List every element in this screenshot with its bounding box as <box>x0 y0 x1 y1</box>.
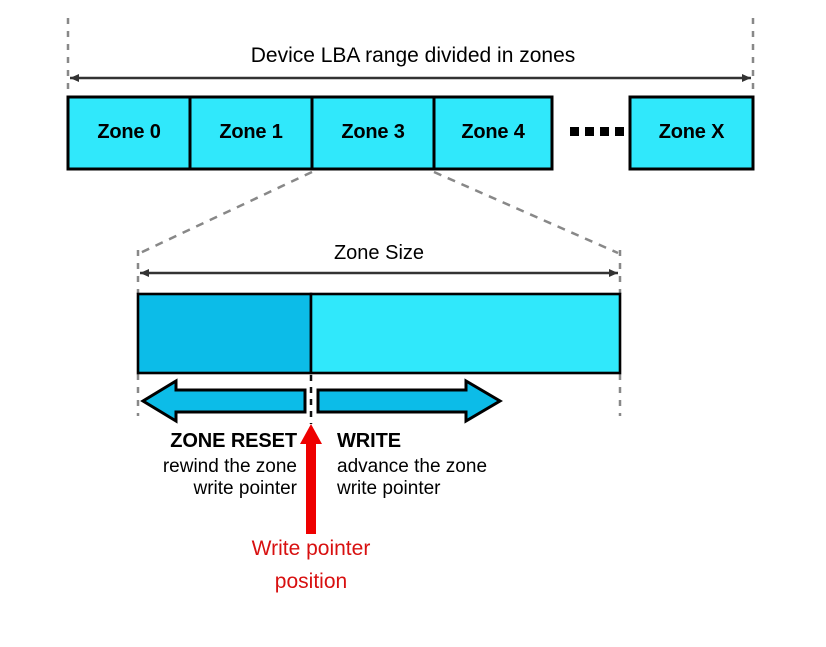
write-pointer-label-line1: Write pointer <box>251 537 371 560</box>
zone-box-label-2: Zone 3 <box>341 121 405 143</box>
write-arrow <box>316 378 503 424</box>
zone-box-label-x: Zone X <box>658 121 725 143</box>
write-title: WRITE <box>337 430 401 452</box>
write-pointer-label-line2: position <box>274 570 348 593</box>
zone-reset-title: ZONE RESET <box>170 430 297 452</box>
write-text-block: WRITE advance the zone write pointer <box>337 430 637 500</box>
expanded-zone-bar <box>136 292 622 375</box>
lba-range-caption: Device LBA range divided in zones <box>250 44 576 67</box>
written-region <box>136 292 313 375</box>
write-desc-line2: write pointer <box>337 477 441 499</box>
zone-reset-arrow <box>140 378 307 424</box>
zone-box-label-1: Zone 1 <box>219 121 283 143</box>
zone-reset-desc-line1: rewind the zone <box>162 456 297 477</box>
zone-size-caption: Zone Size <box>333 242 425 264</box>
write-desc-line1: advance the zone <box>337 456 488 477</box>
zone-ellipsis-dots <box>570 127 624 136</box>
zone-box-label-3: Zone 4 <box>461 121 525 143</box>
zone-reset-text-block: ZONE RESET rewind the zone write pointer <box>25 430 297 500</box>
write-pointer-red-arrow <box>300 424 322 534</box>
zone-reset-desc-line2: write pointer <box>193 477 298 499</box>
zone-box-label-0: Zone 0 <box>97 121 161 143</box>
zone-expand-leaders <box>139 170 619 255</box>
free-region <box>309 292 622 375</box>
